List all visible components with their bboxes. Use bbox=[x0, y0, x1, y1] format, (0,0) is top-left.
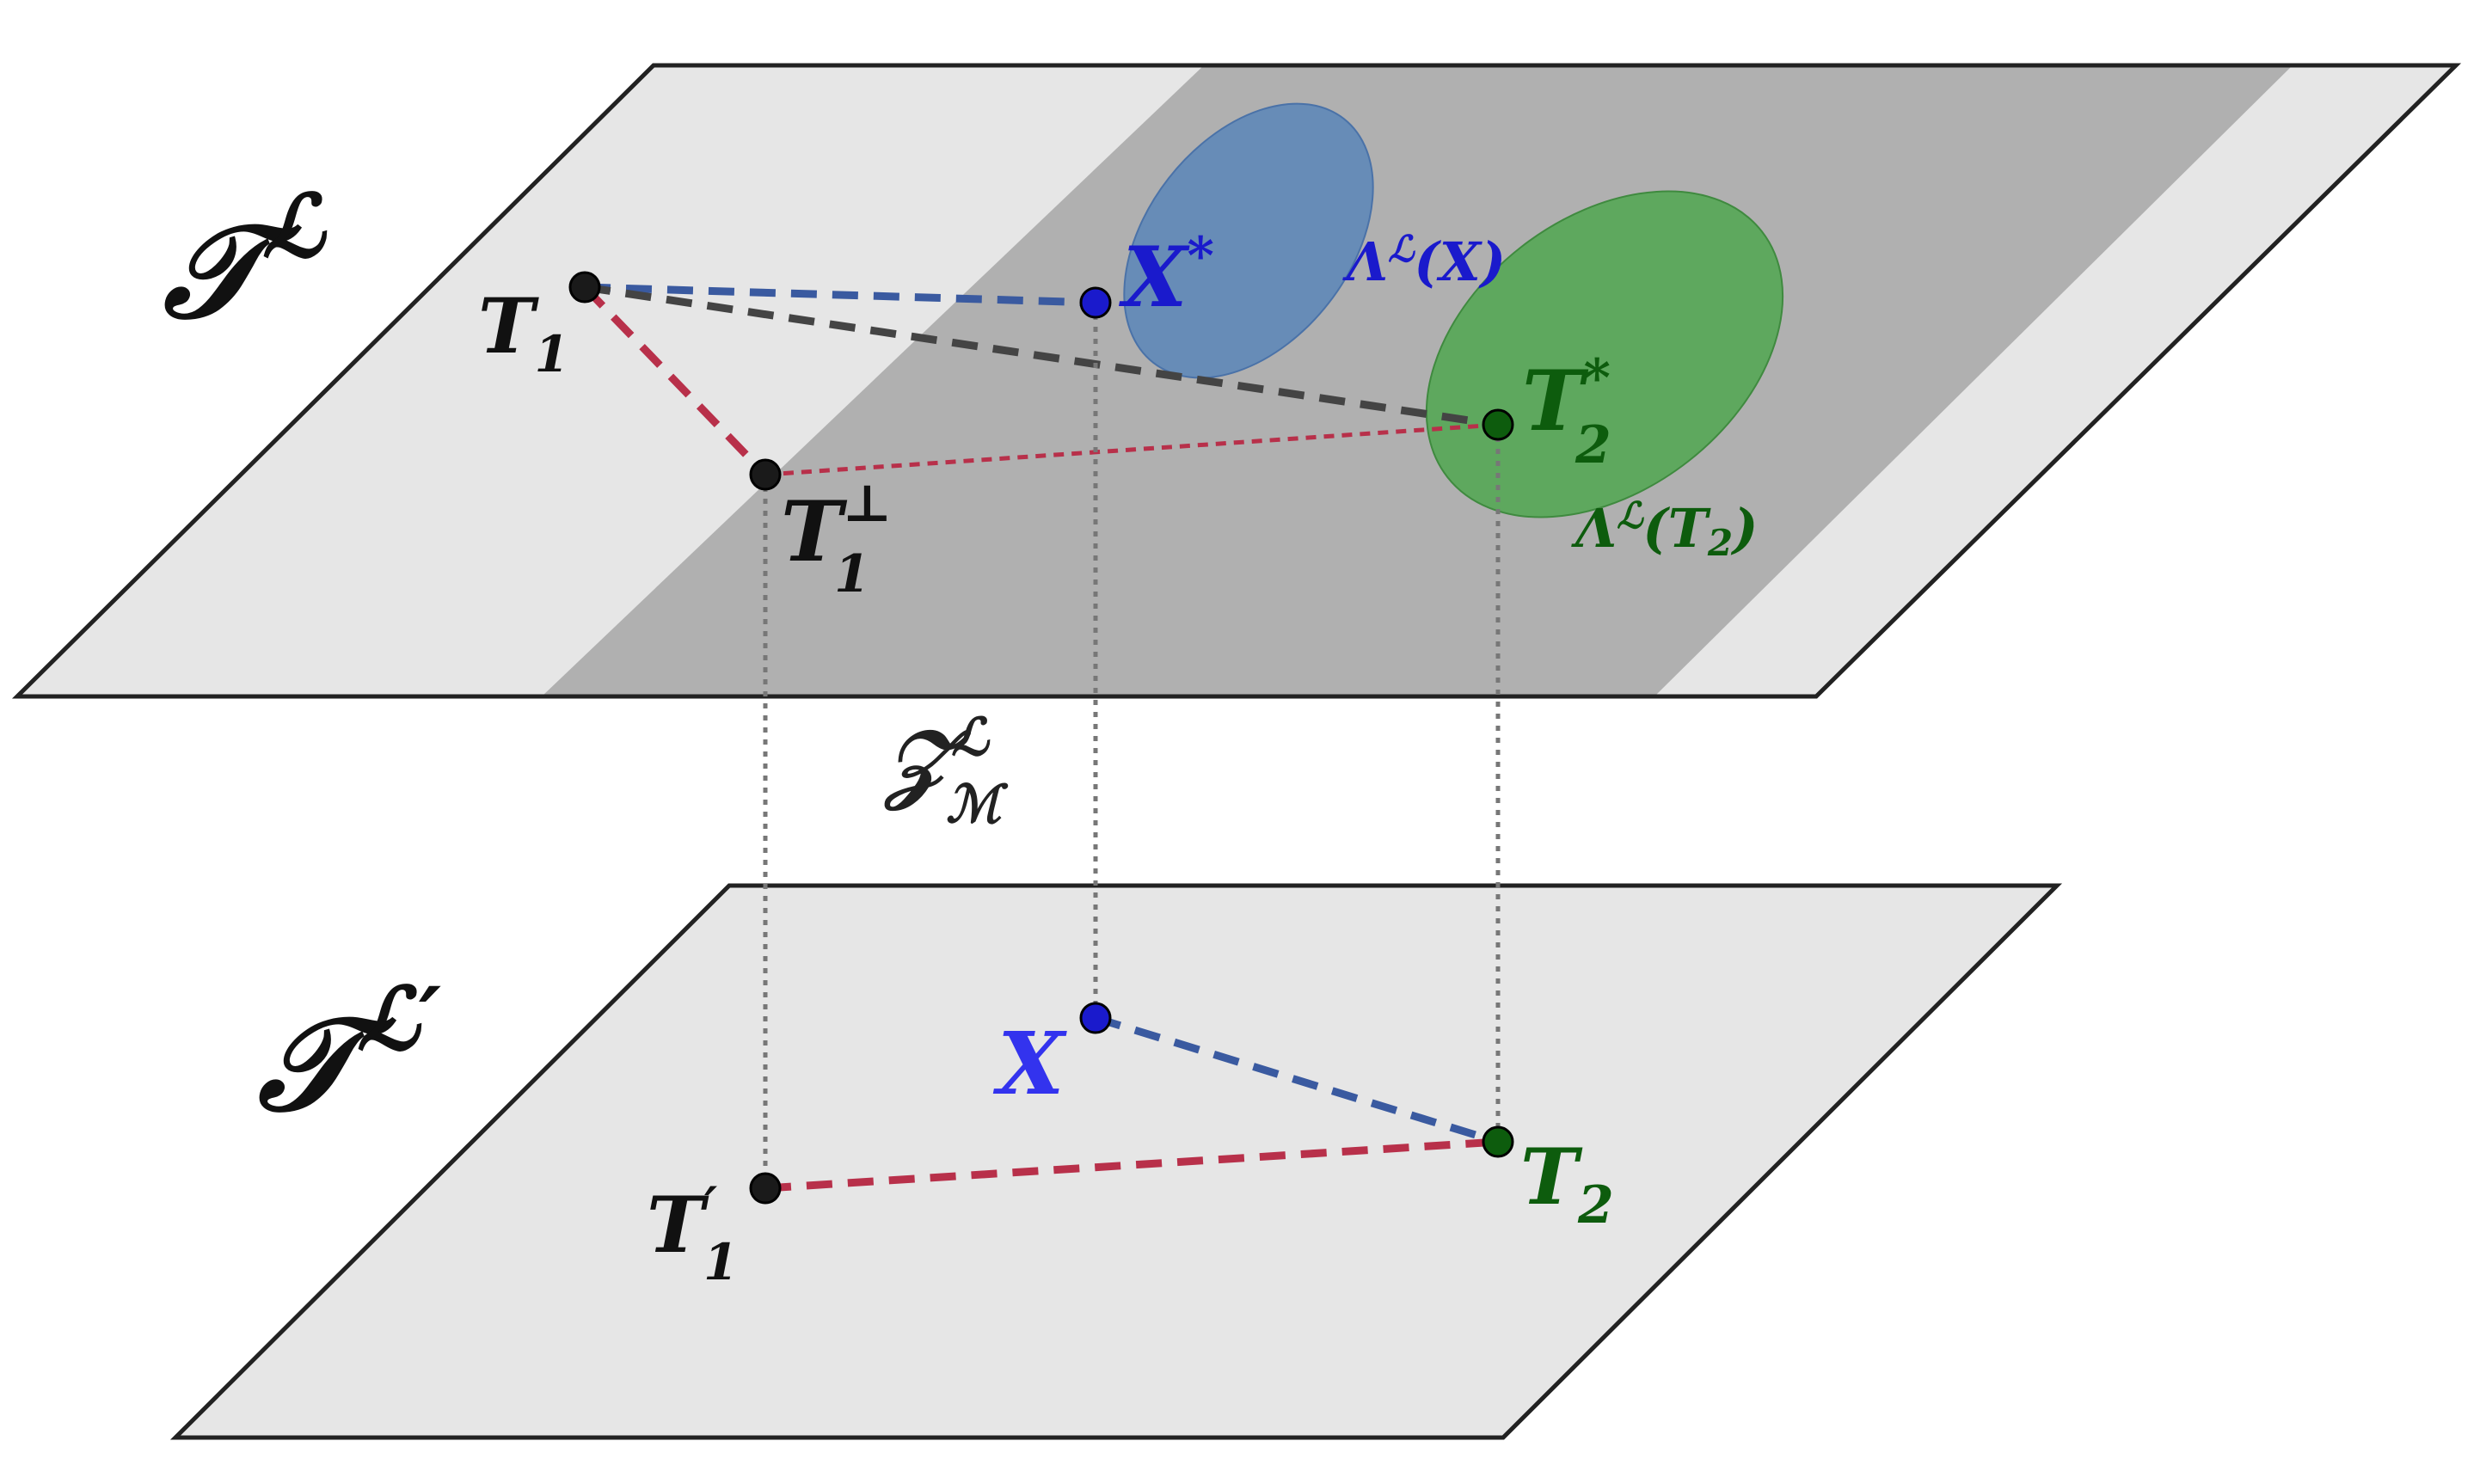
label-t2star: T*2 bbox=[1522, 348, 1611, 475]
label-t2: T2 bbox=[1520, 1131, 1614, 1236]
label-t1prime: T′1 bbox=[647, 1176, 738, 1291]
label-xstar: X* bbox=[1118, 226, 1214, 326]
line-t1perp-t2star bbox=[764, 422, 1499, 477]
line-x-t2 bbox=[1094, 1014, 1500, 1146]
label-lambda-t2: Λℒ(T2) bbox=[1571, 494, 1758, 564]
point-t1 bbox=[568, 271, 601, 304]
point-x bbox=[1079, 1002, 1112, 1034]
label-lambda-x: Λℒ(X) bbox=[1342, 228, 1506, 293]
point-t1perp bbox=[749, 458, 782, 491]
line-t1-t2star bbox=[584, 283, 1499, 429]
point-t2star bbox=[1482, 408, 1514, 441]
region-z-shaded bbox=[542, 65, 2293, 696]
upper-plane-outline bbox=[11, 63, 2462, 699]
ellipse-lambda-t2 bbox=[1425, 190, 1784, 518]
line-t1-t1perp bbox=[581, 284, 769, 478]
label-lower-plane: 𝒯ℒ′ bbox=[257, 968, 441, 1140]
ellipse-lambda-x bbox=[1123, 102, 1374, 379]
point-t1prime bbox=[749, 1172, 782, 1205]
lower-plane bbox=[169, 883, 2063, 1440]
label-x: X bbox=[992, 1013, 1067, 1114]
point-xstar bbox=[1079, 286, 1112, 319]
label-upper-plane: 𝒯ℒ bbox=[163, 175, 328, 347]
label-t1: T1 bbox=[478, 281, 569, 383]
label-t1perp: T⊥1 bbox=[781, 474, 892, 604]
point-t2 bbox=[1482, 1125, 1514, 1158]
line-t1-xstar bbox=[584, 283, 1096, 307]
